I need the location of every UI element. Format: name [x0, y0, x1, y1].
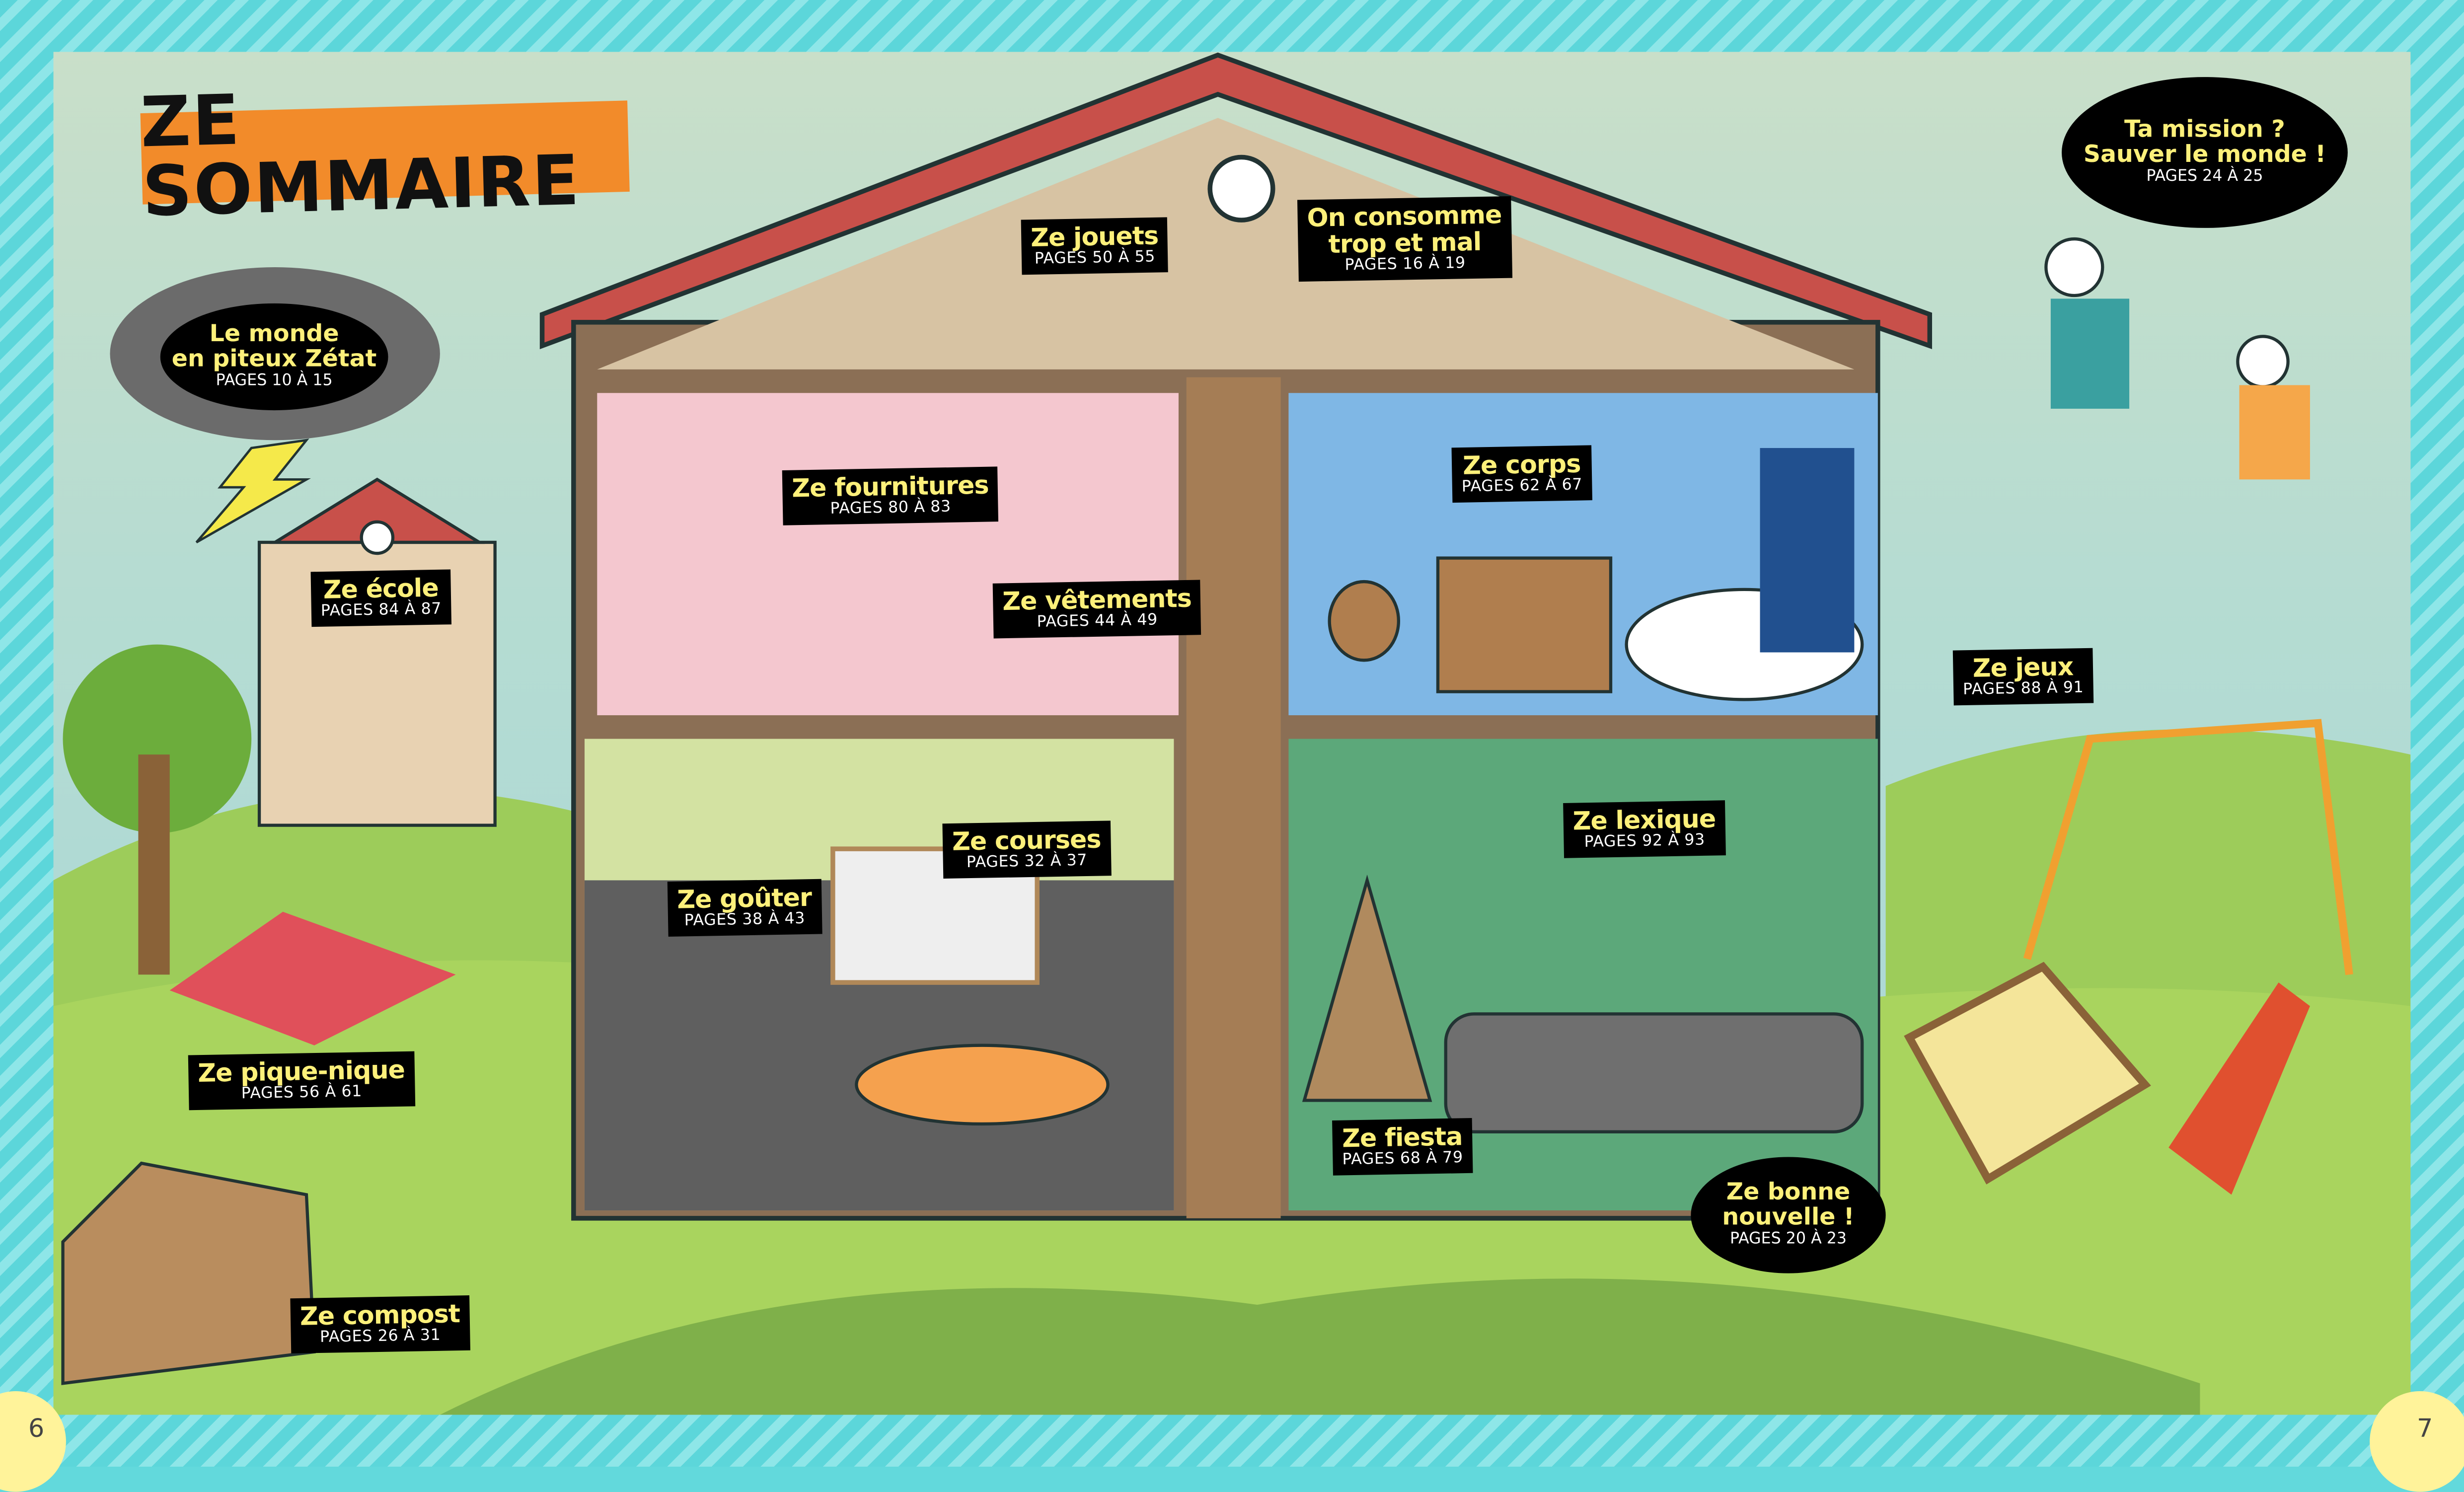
sandbox [1904, 962, 2151, 1185]
section-title: Le monde [209, 319, 339, 348]
swing-set [2023, 719, 2353, 975]
section-pages: PAGES 92 À 93 [1584, 832, 1706, 852]
section-pages: PAGES 20 À 23 [1729, 1231, 1847, 1249]
page-number-right: 7 [2370, 1391, 2464, 1492]
attic [597, 118, 1855, 370]
lightning-icon [195, 439, 311, 543]
clock-icon [360, 520, 395, 555]
section-title: Ze fiesta [1342, 1121, 1463, 1154]
kid-head [2236, 335, 2290, 388]
section-courses[interactable]: Ze courses PAGES 32 À 37 [942, 821, 1111, 879]
section-pages: PAGES 32 À 37 [966, 852, 1088, 872]
tree-trunk [138, 754, 170, 975]
section-title: Ze école [323, 573, 439, 605]
section-title: Ze compost [299, 1298, 460, 1332]
section-pages: PAGES 38 À 43 [684, 910, 806, 930]
dining-table [855, 1044, 1110, 1126]
section-fournitures[interactable]: Ze fournitures PAGES 80 À 83 [782, 466, 999, 525]
section-jouets[interactable]: Ze jouets PAGES 50 À 55 [1021, 217, 1169, 275]
section-title: Ze fournitures [791, 470, 989, 504]
section-pages: PAGES 26 À 31 [319, 1327, 441, 1347]
section-piquenique[interactable]: Ze pique-nique PAGES 56 À 61 [188, 1051, 415, 1111]
page-title: ZE SOMMAIRE [140, 81, 630, 233]
house-roof [539, 52, 1933, 350]
section-title: Ze goûter [676, 882, 812, 915]
section-lexique[interactable]: Ze lexique PAGES 92 À 93 [1563, 800, 1726, 858]
page-number-text: 7 [2417, 1413, 2433, 1443]
section-pages: PAGES 62 À 67 [1461, 477, 1583, 497]
section-title: Ze bonne [1726, 1177, 1851, 1206]
kid-body [2050, 298, 2130, 409]
picnic-blanket [169, 911, 456, 1045]
section-title: Ze courses [952, 824, 1102, 857]
section-vetements[interactable]: Ze vêtements PAGES 44 À 49 [992, 580, 1202, 639]
sink-cabinet [1436, 556, 1613, 693]
section-title: en piteux Zétat [171, 344, 377, 373]
section-ecole[interactable]: Ze école PAGES 84 À 87 [310, 569, 451, 627]
bedroom [597, 393, 1179, 716]
section-pages: PAGES 24 À 25 [2146, 168, 2263, 186]
section-pages: PAGES 10 À 15 [216, 373, 333, 390]
section-compost[interactable]: Ze compost PAGES 26 À 31 [290, 1295, 470, 1354]
section-pages: PAGES 68 À 79 [1342, 1149, 1464, 1169]
section-title: Ze jeux [1972, 651, 2074, 683]
section-title: nouvelle ! [1722, 1202, 1855, 1231]
compost-bin [61, 1161, 316, 1385]
section-fiesta[interactable]: Ze fiesta PAGES 68 À 79 [1332, 1118, 1473, 1176]
bushes [440, 1278, 2200, 1415]
section-title: Ze jouets [1030, 221, 1159, 253]
kid-head [2044, 237, 2104, 298]
slide [2168, 982, 2310, 1195]
sofa [1444, 1012, 1864, 1133]
section-pages: PAGES 84 À 87 [320, 601, 442, 621]
section-jeux[interactable]: Ze jeux PAGES 88 À 91 [1952, 648, 2093, 706]
cardboard-tree [1302, 874, 1432, 1102]
staircase [1186, 377, 1281, 1218]
page-number-text: 6 [28, 1413, 45, 1443]
section-title: Ze corps [1462, 448, 1581, 481]
section-title: Ta mission ? [2124, 115, 2285, 144]
toilet [1328, 580, 1401, 662]
section-monde[interactable]: Le monde en piteux Zétat PAGES 10 À 15 [160, 303, 388, 411]
section-title: Ze vêtements [1002, 583, 1192, 616]
attic-window [1207, 154, 1275, 223]
section-pages: PAGES 88 À 91 [1962, 679, 2084, 699]
section-pages: PAGES 50 À 55 [1034, 249, 1156, 269]
section-title: Sauver le monde ! [2083, 140, 2326, 168]
illustration-panel: ZE SOMMAIRE Le monde en piteux Zétat PAG… [53, 52, 2411, 1415]
tree [63, 644, 252, 833]
section-title: trop et mal [1328, 226, 1482, 259]
section-corps[interactable]: Ze corps PAGES 62 À 67 [1451, 445, 1592, 503]
shower-curtain [1760, 448, 1855, 653]
section-mission[interactable]: Ta mission ? Sauver le monde ! PAGES 24 … [2062, 77, 2348, 228]
section-title: Ze lexique [1572, 803, 1716, 836]
kid-body [2239, 385, 2310, 480]
section-consomme[interactable]: On consomme trop et mal PAGES 16 À 19 [1297, 196, 1512, 282]
section-bonne-nouvelle[interactable]: Ze bonne nouvelle ! PAGES 20 À 23 [1691, 1157, 1886, 1273]
section-title: Ze pique-nique [197, 1054, 405, 1088]
house-illustration [53, 52, 2411, 1415]
section-gouter[interactable]: Ze goûter PAGES 38 À 43 [667, 879, 822, 937]
